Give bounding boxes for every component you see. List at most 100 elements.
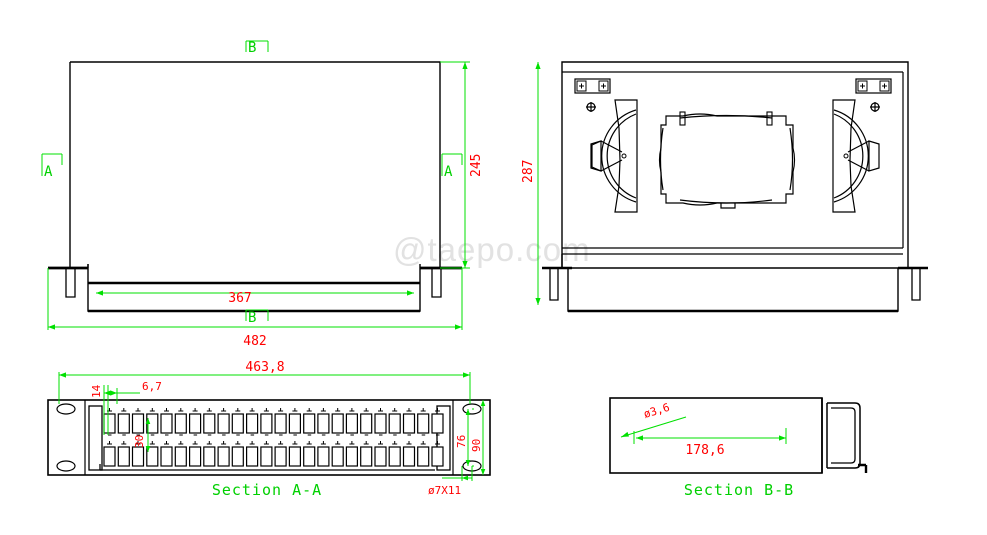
watermark: @taepo.com: [393, 231, 591, 268]
aa-port: [131, 413, 145, 434]
aa-port: [317, 446, 330, 467]
aa-port-latch: [263, 441, 269, 445]
aa-hole-tl: [56, 403, 76, 415]
aa-port-latch: [149, 441, 155, 445]
aa-port-latch: [178, 441, 184, 445]
aa-port-latch: [420, 441, 426, 445]
bb-bracket-outer: [827, 402, 861, 469]
aa-port: [431, 446, 444, 467]
spool-clip-right: [766, 111, 773, 126]
dim-aa-90-text: 90: [470, 439, 483, 452]
section-aa-caption: Section A-A: [212, 481, 322, 499]
splice-tray-left: [590, 99, 638, 213]
aa-port: [174, 413, 187, 434]
aa-port-latch: [292, 441, 298, 445]
aa-port: [117, 446, 130, 467]
aa-port-latch: [435, 441, 440, 445]
dim-bb-dia-text: ø3,6: [642, 401, 671, 421]
aa-port: [274, 446, 287, 467]
dim-bb-178-6-text: 178,6: [685, 443, 724, 458]
aa-port: [274, 413, 287, 434]
dim-aa-463-8-text: 463,8: [245, 360, 284, 375]
screw-left: [586, 102, 596, 112]
aa-port-latch: [378, 441, 383, 445]
aa-port: [288, 446, 301, 467]
aa-port-latch: [221, 441, 227, 445]
aa-port-latch: [435, 408, 440, 412]
dim-aa-6-7-text: 6,7: [142, 380, 162, 393]
aa-port-latch: [149, 408, 155, 412]
aa-port-latch: [235, 408, 241, 412]
dim-aa-76-text: 76: [455, 435, 468, 448]
aa-port-latch: [249, 408, 255, 412]
aa-port-latch: [263, 408, 269, 412]
aa-port-latch: [306, 441, 312, 445]
aa-port: [345, 413, 358, 434]
marker-b-bottom-label: B: [248, 310, 256, 326]
aa-port: [231, 446, 244, 467]
splice-tray-left-arc2: [606, 113, 637, 199]
aa-port: [417, 446, 430, 467]
spool-bottom-curve: [679, 199, 773, 204]
aa-port-latch: [349, 441, 355, 445]
aa-port-latch: [292, 408, 298, 412]
aa-port-latch: [235, 441, 241, 445]
aa-port: [217, 446, 230, 467]
aa-hole-tr: [462, 403, 482, 415]
aa-port-latch: [363, 441, 369, 445]
aa-port-latch: [392, 408, 398, 412]
dim-aa-90: 90: [470, 400, 486, 475]
front-view: B B A A 245: [41, 40, 484, 349]
aa-port: [203, 413, 216, 434]
aa-port-latch: [349, 408, 355, 412]
aa-port-latch: [406, 408, 412, 412]
cable-spool-center: [658, 111, 796, 209]
aa-hole-bl: [56, 460, 76, 472]
aa-port-latch: [320, 441, 326, 445]
screw-right: [870, 102, 880, 112]
bb-bracket-inner: [831, 407, 856, 464]
dim-height-245: 245: [440, 61, 484, 269]
bb-bracket-tip: [858, 463, 868, 473]
aa-port: [231, 413, 244, 434]
aa-port-latch: [320, 408, 326, 412]
marker-a-right-label: A: [444, 164, 453, 180]
aa-port: [331, 446, 344, 467]
marker-b-bottom: B: [245, 309, 269, 326]
aa-port: [388, 413, 401, 434]
dim-aa-76: 76: [455, 408, 474, 467]
dim-depth-287-text: 287: [521, 160, 536, 183]
aa-port-latch: [378, 408, 383, 412]
aa-port: [360, 446, 373, 467]
aa-slot-right: [436, 405, 451, 471]
aa-port: [303, 446, 316, 467]
aa-port: [317, 413, 330, 434]
aa-port-latch: [406, 441, 412, 445]
aa-port-array: [103, 408, 444, 467]
terminal-block-left: [574, 78, 611, 94]
aa-port: [374, 413, 387, 434]
dim-height-245-text: 245: [469, 154, 484, 177]
aa-port-latch: [306, 408, 312, 412]
section-aa-view: 463,8 14 6,7 30: [47, 360, 491, 499]
splice-tray-left-body: [614, 99, 638, 213]
aa-port: [260, 413, 273, 434]
aa-port-latch: [164, 441, 169, 445]
aa-port-latch: [192, 441, 198, 445]
aa-port: [160, 413, 173, 434]
aa-port: [217, 413, 230, 434]
dim-aa-463-8: 463,8: [58, 360, 471, 404]
marker-a-right: A: [441, 153, 463, 180]
dim-aa-6-7: 6,7: [104, 380, 162, 404]
aa-port: [246, 446, 259, 467]
aa-port: [117, 413, 130, 434]
dim-aa-hole: ø7X11: [428, 466, 473, 497]
aa-port-latch: [192, 408, 198, 412]
aa-port-latch: [335, 408, 341, 412]
spool-foot: [720, 203, 736, 209]
aa-port-latch: [221, 408, 227, 412]
splice-tray-left-arc1: [601, 109, 637, 203]
aa-port-latch: [178, 408, 184, 412]
